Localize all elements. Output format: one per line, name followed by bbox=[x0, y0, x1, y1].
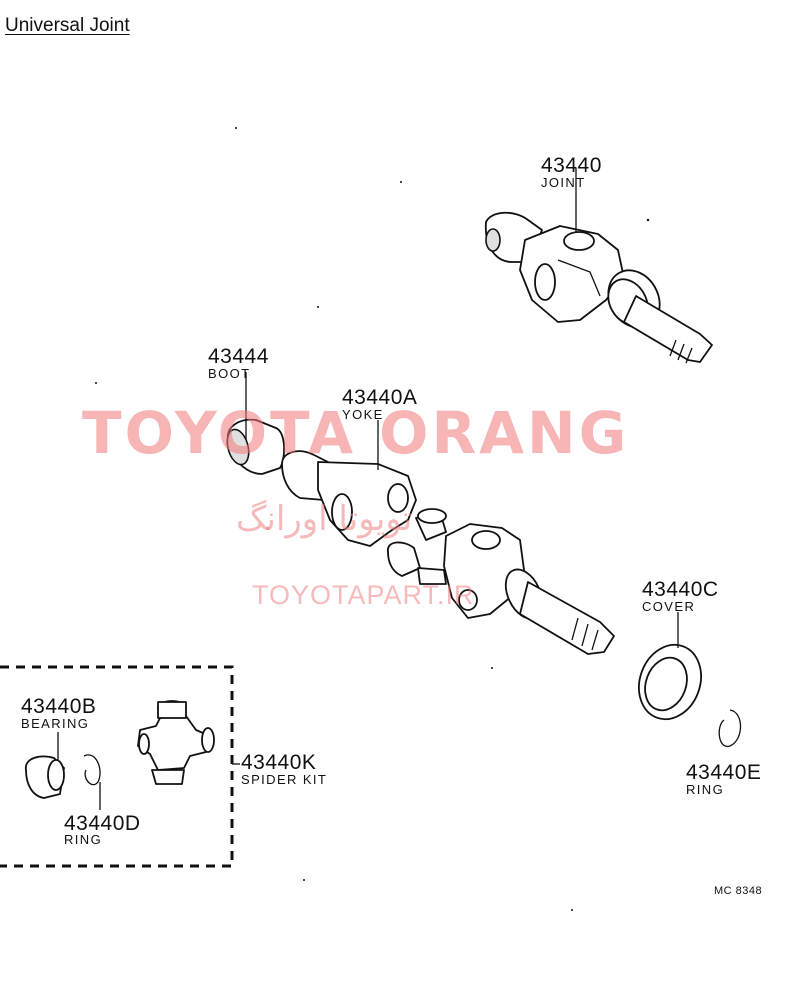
spider-cross-drawing bbox=[137, 700, 215, 785]
yoke-shaft-drawing bbox=[443, 523, 615, 655]
yoke-part-name: YOKE bbox=[342, 407, 384, 422]
boot-part-number: 43444 bbox=[208, 345, 269, 368]
watermark-site: TOYOTAPART.IR bbox=[252, 580, 475, 610]
ring-d-drawing bbox=[83, 754, 101, 786]
cover-part-number: 43440C bbox=[642, 578, 719, 601]
cover-drawing bbox=[638, 612, 702, 721]
joint-part-number: 43440 bbox=[541, 154, 602, 177]
cover-part-name: COVER bbox=[642, 599, 696, 614]
boot-drawing bbox=[226, 372, 285, 475]
spider-kit-part-number: 43440K bbox=[241, 751, 317, 774]
bearing-part-name: BEARING bbox=[21, 716, 90, 731]
boot-part-name: BOOT bbox=[208, 366, 251, 381]
diagram-code: MC 8348 bbox=[714, 885, 763, 897]
ring-d-part-name: RING bbox=[64, 832, 103, 847]
spider-kit-box bbox=[0, 665, 240, 868]
watermark-main: TOYOTA ORANG bbox=[82, 399, 630, 467]
bearing-drawing bbox=[25, 732, 65, 799]
page-title: Universal Joint bbox=[5, 15, 130, 36]
watermark-persian: تویوتا اورانگ bbox=[236, 499, 413, 539]
bearing-part-number: 43440B bbox=[21, 695, 97, 718]
joint-assembly-drawing bbox=[485, 168, 713, 364]
yoke-part-number: 43440A bbox=[342, 386, 418, 409]
ring-e-drawing bbox=[718, 709, 742, 747]
scan-dots bbox=[95, 127, 650, 911]
ring-e-part-name: RING bbox=[686, 782, 725, 797]
spider-kit-part-name: SPIDER KIT bbox=[241, 772, 328, 787]
ring-e-part-number: 43440E bbox=[686, 761, 762, 784]
joint-part-name: JOINT bbox=[541, 175, 586, 190]
ring-d-part-number: 43440D bbox=[64, 812, 141, 835]
yoke-drawing bbox=[281, 420, 447, 585]
